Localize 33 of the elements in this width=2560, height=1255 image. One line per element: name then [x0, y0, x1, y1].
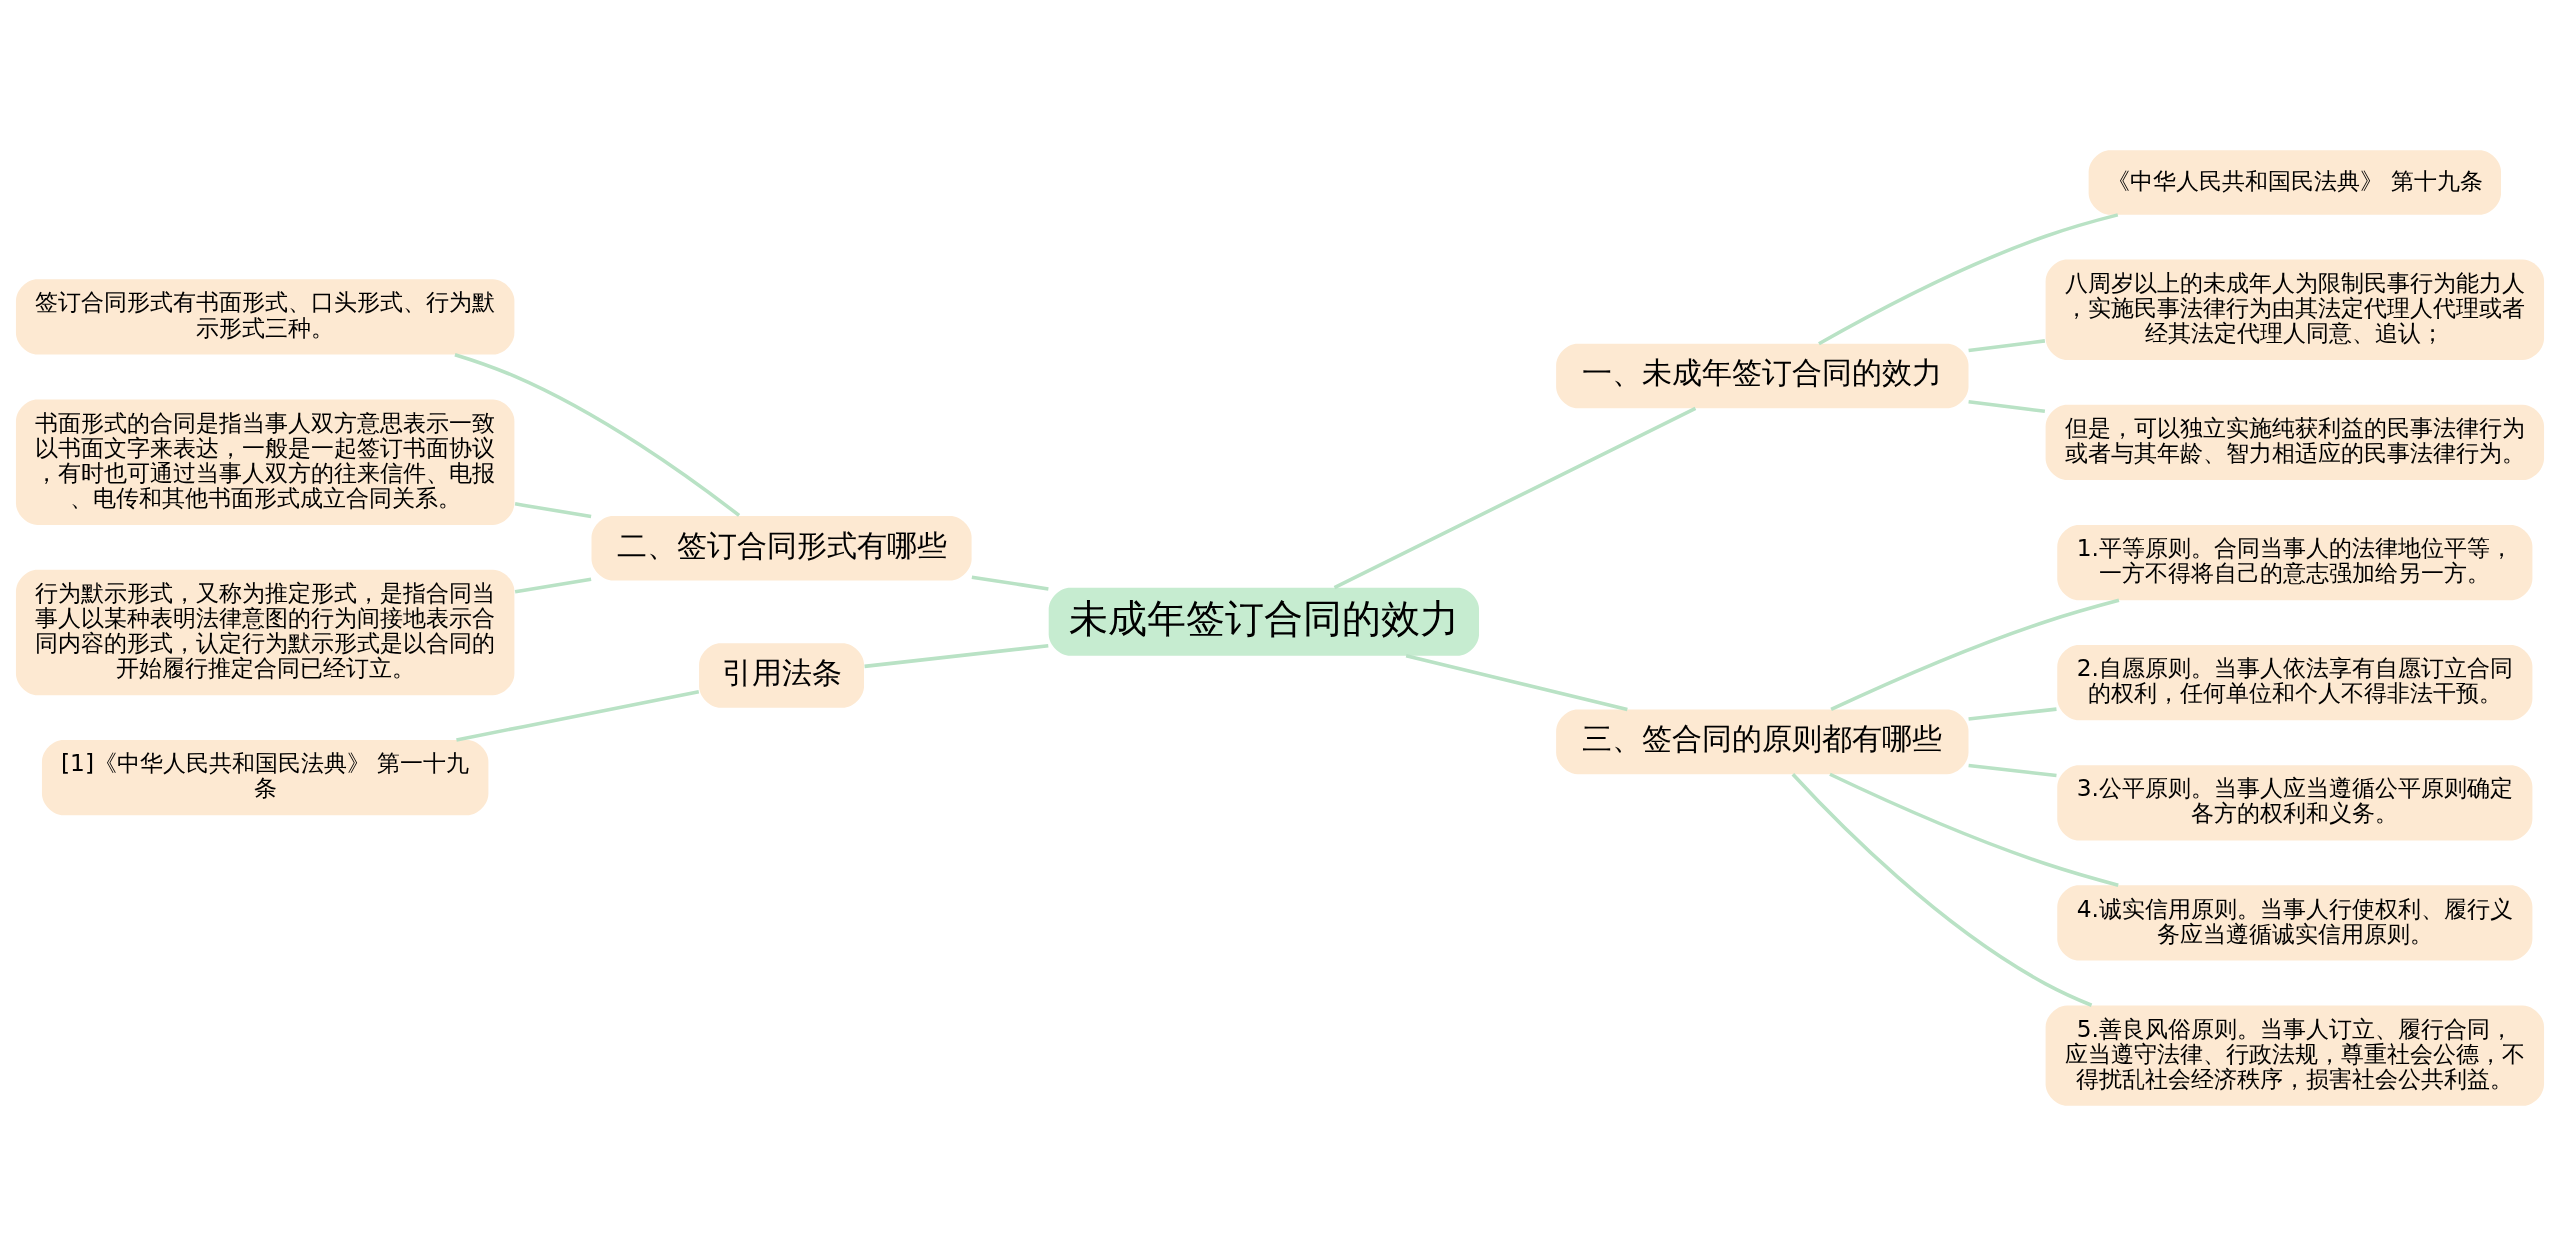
node-box: 4.诚实信用原则。当事人行使权利、履行义务应当遵循诚实信用原则。: [2057, 884, 2533, 961]
connector: [1968, 763, 2057, 777]
connector: [1333, 406, 1697, 589]
node-box: 1.平等原则。合同当事人的法律地位平等，一方不得将自己的意志强加给另一方。: [2057, 524, 2533, 600]
connector: [1405, 653, 1628, 711]
connector: [1791, 772, 2093, 1007]
node-box: 3.公平原则。当事人应当遵循公平原则确定各方的权利和义务。: [2057, 764, 2533, 840]
connector: [1829, 772, 2119, 887]
node-box: 二、签订合同形式有哪些: [591, 515, 972, 580]
connector: [864, 643, 1049, 668]
connector: [1968, 706, 2057, 721]
node-box: 一、未成年签订合同的效力: [1556, 343, 1969, 408]
connector: [1830, 598, 2120, 711]
node-box: 2.自愿原则。当事人依法享有自愿订立合同的权利，任何单位和个人不得非法干预。: [2057, 644, 2533, 720]
node-box: 书面形式的合同是指当事人双方意思表示一致以书面文字来表达，一般是一起签订书面协议，有时也可通过当事人双方的往来信件、电报、电传和其他书面形式成立合同关系。: [15, 398, 515, 525]
connector: [971, 574, 1049, 591]
connector: [1818, 212, 2119, 345]
node-box: 三、签合同的原则都有哪些: [1556, 709, 1969, 774]
node-box: 未成年签订合同的效力: [1048, 587, 1479, 656]
connector: [1968, 338, 2046, 352]
node-box: 行为默示形式，又称为推定形式，是指合同当事人以某种表明法律意图的行为间接地表示合同内容的形式，认定行为默示形式是以合同的开始履行推定合同已经订立。: [15, 569, 515, 695]
node-box: [1]《中华人民共和国民法典》 第一十九条: [41, 739, 489, 815]
connector: [456, 689, 700, 742]
connector: [454, 352, 741, 517]
node-box: 但是，可以独立实施纯获利益的民事法律行为或者与其年龄、智力相适应的民事法律行为。: [2045, 404, 2545, 480]
node-box: 《中华人民共和国民法典》 第十九条: [2088, 149, 2501, 215]
node-box: 八周岁以上的未成年人为限制民事行为能力人，实施民事法律行为由其法定代理人代理或者经其法定代理人同意、追认；: [2045, 259, 2545, 360]
node-box: 签订合同形式有书面形式、口头形式、行为默示形式三种。: [15, 278, 515, 355]
node-box: 引用法条: [699, 642, 865, 708]
node-box: 5.善良风俗原则。当事人订立、履行合同，应当遵守法律、行政法规，尊重社会公德，不得扰乱社会经济秩序，损害社会公共利益。: [2045, 1004, 2545, 1106]
connector: [1968, 399, 2046, 413]
connector: [514, 501, 592, 518]
connector: [514, 576, 592, 593]
